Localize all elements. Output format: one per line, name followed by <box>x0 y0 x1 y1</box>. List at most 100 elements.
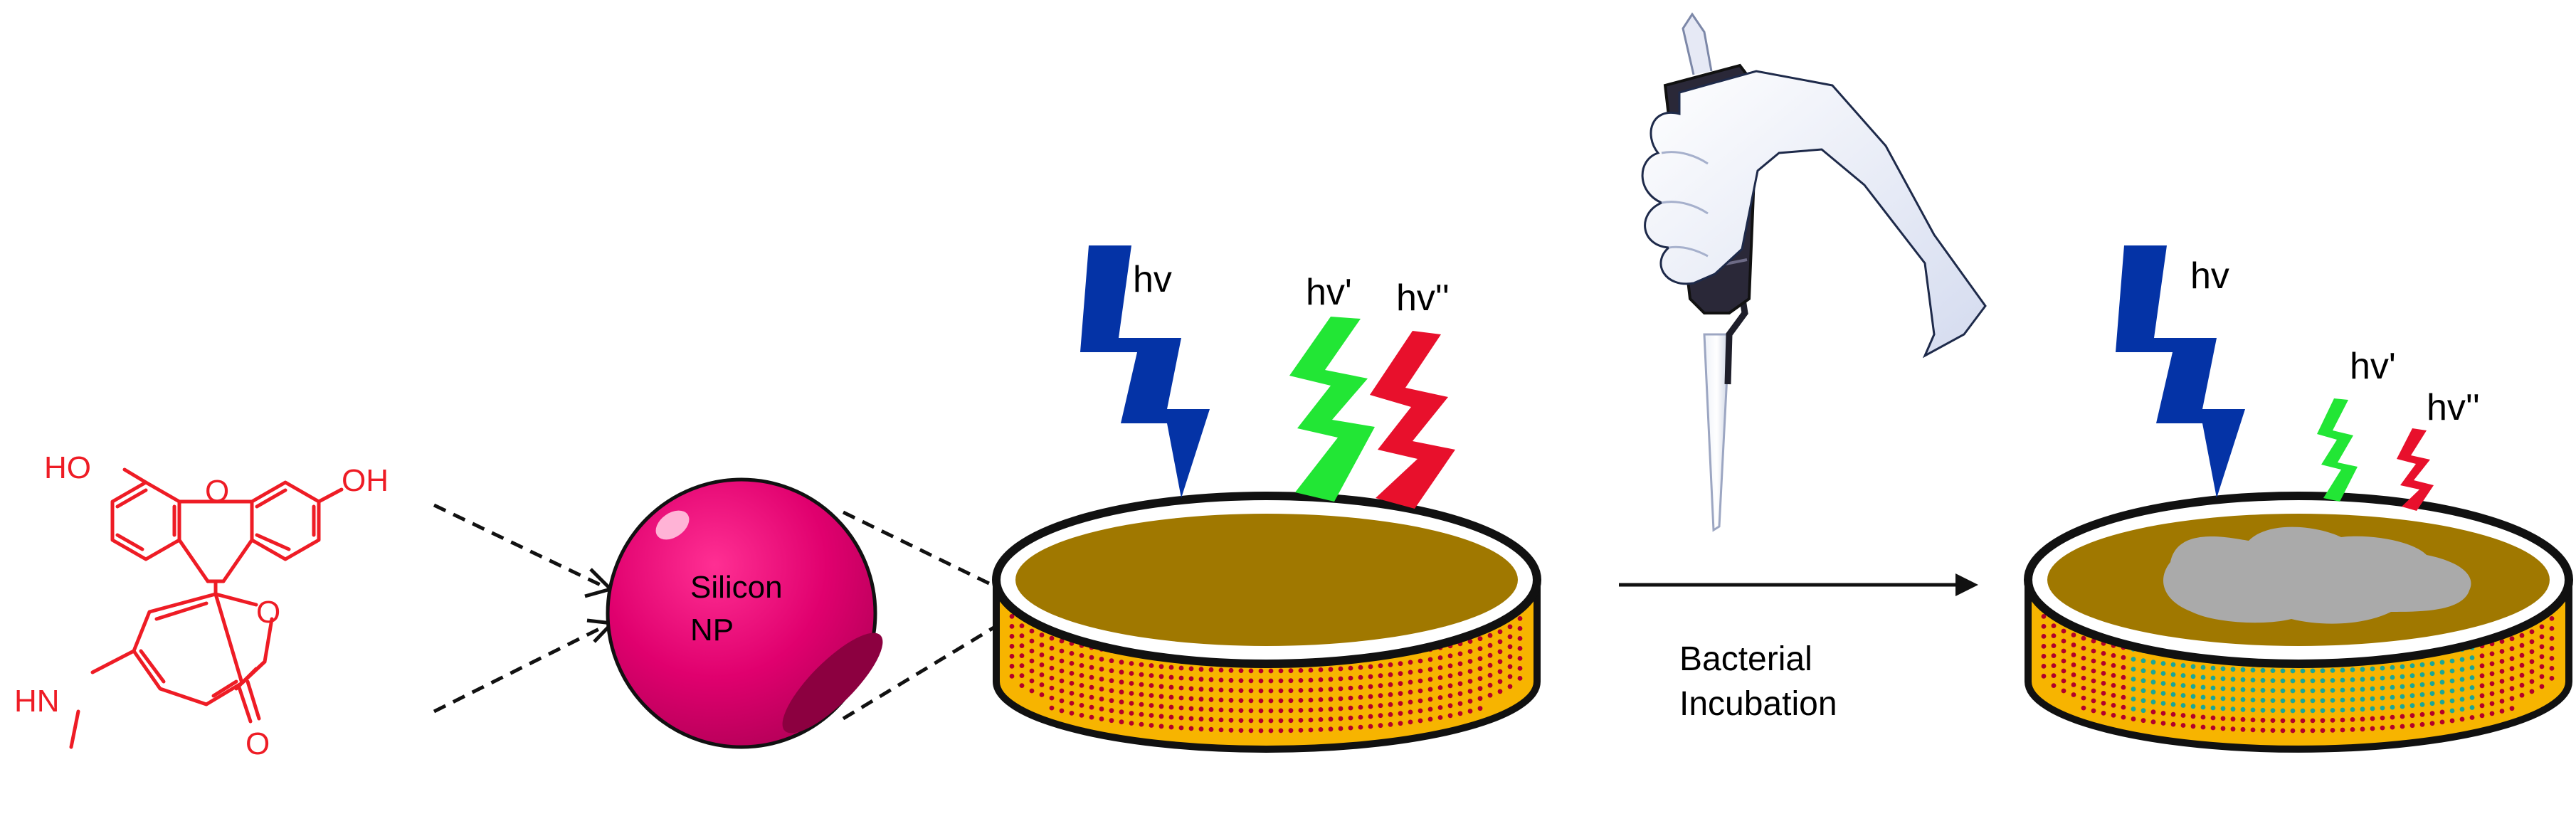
dish-dot-red <box>2111 703 2116 708</box>
dish-dot-red <box>1477 686 1483 692</box>
dish-dot-red <box>1517 636 1523 641</box>
dish-dot-red <box>1288 728 1294 734</box>
dish-dot-red <box>1477 636 1483 642</box>
dish-dot-red <box>1158 704 1164 709</box>
dish-dot-teal <box>2469 705 2475 710</box>
dish-dot-red <box>1109 698 1114 704</box>
dish-dot-red <box>1089 655 1094 660</box>
dish-dot-red <box>1427 657 1433 662</box>
dish-dot-red <box>1099 667 1104 672</box>
dish-dot-red <box>1457 651 1463 657</box>
dish-dot-red <box>1308 687 1314 693</box>
dish-dot-red <box>2390 724 2395 730</box>
dish-dot-red <box>1069 671 1075 676</box>
dish-dot-red <box>1248 688 1254 694</box>
dish-dot-teal <box>2280 708 2286 714</box>
dish-dot-red <box>1507 634 1513 640</box>
dish-dot-red <box>1298 718 1304 723</box>
dish-dot-red <box>2220 716 2226 721</box>
dish-dot-red <box>2479 693 2485 699</box>
dish-dot-red <box>1507 664 1513 669</box>
dish-dot-red <box>1019 633 1025 638</box>
dish-dot-red <box>1467 709 1473 714</box>
dish-dot-red <box>1089 665 1094 670</box>
dish-dot-red <box>1388 662 1393 667</box>
dish-dot-red <box>2111 683 2116 688</box>
dish-dot-red <box>2071 632 2076 637</box>
dish-dot-teal <box>2310 698 2316 704</box>
dish-dot-red <box>1517 676 1523 681</box>
dish-dot-red <box>1079 703 1084 708</box>
petri-dish-before <box>992 492 1541 753</box>
dish-dot-red <box>1228 667 1234 673</box>
dish-dot-red <box>1069 711 1075 716</box>
excitation-label-after: hv <box>2190 255 2229 297</box>
atom-label-hn: HN <box>14 684 60 719</box>
dish-dot-red <box>1318 727 1324 732</box>
dish-dot-teal <box>2469 675 2475 680</box>
dish-dot-red <box>1149 703 1154 708</box>
dish-dot-teal <box>2409 683 2415 689</box>
dish-dot-red <box>1059 658 1065 664</box>
dish-dot-red <box>1378 683 1383 689</box>
dish-dot-red <box>1059 678 1065 684</box>
dish-dot-red <box>2489 711 2495 716</box>
dish-dot-red <box>1099 716 1104 721</box>
dish-dot-teal <box>2439 660 2445 665</box>
dish-dot-red <box>1328 716 1334 722</box>
dish-dot-red <box>1437 675 1443 680</box>
dish-dot-red <box>2180 713 2186 718</box>
dish-dot-red <box>2260 727 2266 733</box>
dish-dot-teal <box>2250 687 2256 693</box>
dish-dot-red <box>1497 669 1503 674</box>
dish-dot-teal <box>2409 693 2415 699</box>
dish-dot-red <box>1378 703 1383 709</box>
dish-dot-red <box>1358 694 1363 700</box>
dish-dot-red <box>1079 653 1084 658</box>
dish-dot-teal <box>2230 677 2236 682</box>
dish-dot-red <box>2340 717 2345 723</box>
dish-dot-teal <box>2280 698 2286 704</box>
dish-dot-red <box>2101 661 2106 666</box>
dish-dot-red <box>1069 681 1075 686</box>
dish-dot-red <box>2529 679 2535 684</box>
dish-dot-red <box>2051 633 2057 638</box>
dish-dot-teal <box>2220 666 2226 672</box>
dish-dot-red <box>2409 723 2415 729</box>
dish-dot-teal <box>2380 685 2385 691</box>
dish-dot-red <box>1059 708 1065 714</box>
dish-dot-red <box>2449 718 2455 724</box>
dish-dot-red <box>1129 701 1134 706</box>
dish-dot-red <box>1437 685 1443 690</box>
dish-dot-red <box>1348 705 1353 711</box>
dish-dot-red <box>2071 642 2076 647</box>
dish-dot-red <box>1019 653 1025 658</box>
dish-dot-teal <box>2160 701 2166 706</box>
dish-dot-red <box>1188 666 1194 672</box>
dish-dot-red <box>1358 724 1363 730</box>
dish-dot-red <box>1497 659 1503 665</box>
dish-dot-red <box>1228 717 1234 723</box>
dish-dot-red <box>2549 676 2555 681</box>
dish-dot-teal <box>2310 678 2316 684</box>
dish-dot-teal <box>2220 676 2226 682</box>
dish-dot-red <box>1168 714 1174 720</box>
dish-dot-red <box>2290 728 2296 734</box>
dish-dot-red <box>1308 677 1314 683</box>
dish-dot-red <box>1188 686 1194 692</box>
dish-dot-red <box>2509 696 2515 702</box>
dish-dot-red <box>2081 655 2086 661</box>
pipette-tip <box>1703 333 1731 532</box>
dish-dot-teal <box>2400 704 2405 709</box>
dish-dot-red <box>2479 713 2485 719</box>
dish-dot-red <box>1507 654 1513 660</box>
dish-dot-red <box>1208 677 1214 682</box>
dish-dot-red <box>1318 677 1324 682</box>
dish-dot-red <box>1338 706 1344 711</box>
dish-dot-red <box>2409 713 2415 719</box>
dish-dot-red <box>1178 725 1184 731</box>
dish-dot-red <box>1467 679 1473 684</box>
dish-dot-teal <box>2449 708 2455 714</box>
atom-label-ho: HO <box>44 450 91 485</box>
dish-dot-red <box>1408 669 1413 675</box>
